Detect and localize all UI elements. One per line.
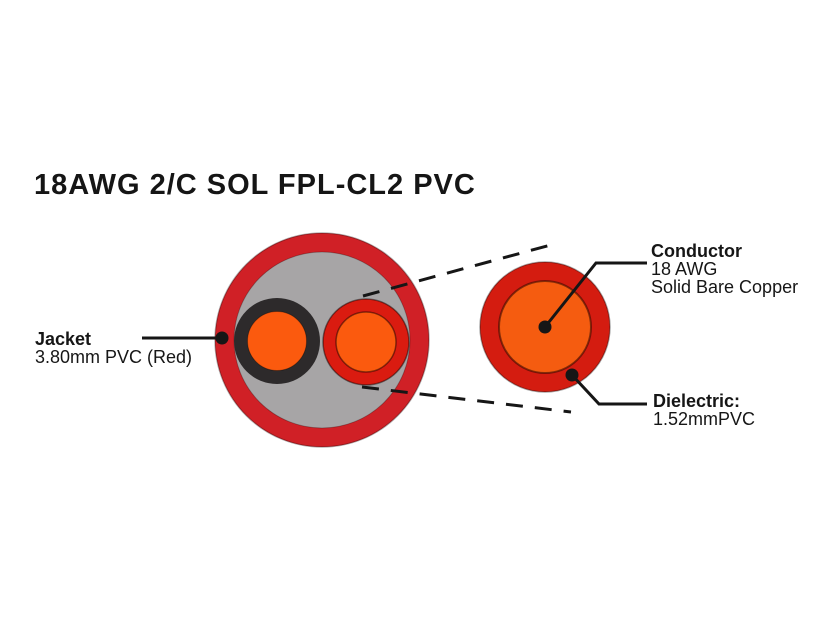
jacket-label-spec: 3.80mm PVC (Red) <box>35 347 193 367</box>
jacket-label: Jacket 3.80mm PVC (Red) <box>35 330 192 366</box>
zoom-dash-line-bottom <box>361 385 572 414</box>
conductor-label-title: Conductor <box>651 241 742 261</box>
jacket-leader-dot <box>215 331 229 345</box>
conductor-leader-line <box>543 261 647 328</box>
dielectric-leader-dot <box>565 368 579 382</box>
conductor-label-spec-2: Solid Bare Copper <box>651 277 799 297</box>
conductor-right-circle <box>335 311 397 373</box>
conductor-label: Conductor 18 AWG Solid Bare Copper <box>651 242 798 296</box>
conductor-leader-dot <box>538 320 552 334</box>
conductor-left-circle <box>247 311 307 371</box>
dielectric-label-spec: 1.52mmPVC <box>653 409 756 429</box>
dielectric-label: Dielectric: 1.52mmPVC <box>653 392 755 428</box>
jacket-label-title: Jacket <box>35 329 92 349</box>
dielectric-label-title: Dielectric: <box>653 391 741 411</box>
zoom-dash-line-top <box>362 241 559 298</box>
page-title: 18AWG 2/C SOL FPL-CL2 PVC <box>34 169 476 201</box>
dielectric-leader-line <box>570 373 647 406</box>
conductor-label-spec-1: 18 AWG <box>651 259 718 279</box>
